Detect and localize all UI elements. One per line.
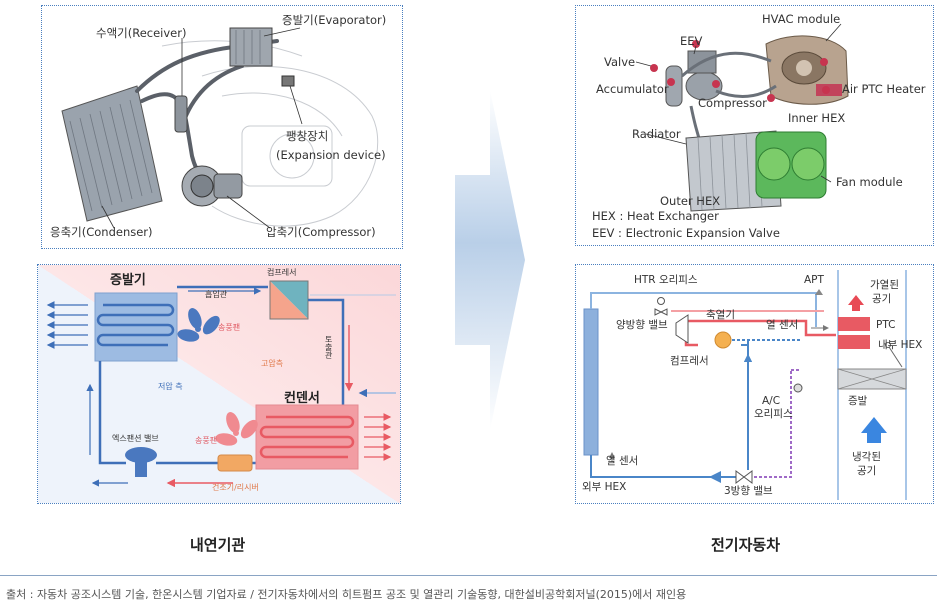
compressor-illustration bbox=[181, 165, 243, 207]
condenser-fan-label: 송풍팬 bbox=[195, 436, 218, 445]
blower-fan-label: 송풍팬 bbox=[218, 323, 241, 332]
ptc-label: PTC bbox=[876, 319, 896, 331]
condenser-title: 컨덴서 bbox=[284, 391, 320, 406]
ice-components-panel: 수액기(Receiver) 증발기(Evaporator) 팽창장치 (Expa… bbox=[41, 5, 403, 249]
discharge-pipe-label: 토출관 bbox=[324, 335, 334, 359]
receiver-illustration bbox=[174, 95, 188, 133]
compressor-symbol bbox=[675, 314, 689, 344]
blower-fan-icon bbox=[177, 308, 220, 342]
ev-caption: 전기자동차 bbox=[711, 536, 781, 554]
ptc-heater-block bbox=[838, 317, 870, 331]
ice-refrigerant-cycle bbox=[38, 265, 400, 503]
condenser-illustration bbox=[61, 85, 163, 222]
outer-hex-label-ev: 외부 HEX bbox=[582, 481, 627, 493]
cooled-air-label-1: 냉각된 bbox=[852, 451, 881, 463]
heated-air-arrow bbox=[848, 295, 864, 311]
htr-orifice-label: HTR 오리피스 bbox=[634, 274, 698, 286]
valve-label: Valve bbox=[604, 55, 636, 69]
accumulator-illustration bbox=[665, 65, 683, 107]
three-way-valve-label: 3방향 밸브 bbox=[724, 485, 773, 497]
fan-module-illustration bbox=[755, 131, 827, 199]
hex-legend: HEX : Heat Exchanger bbox=[592, 209, 719, 223]
compressor-label: 압축기(Compressor) bbox=[266, 225, 376, 239]
ac-orifice-valve-icon bbox=[793, 383, 803, 393]
eev-label: EEV bbox=[680, 34, 703, 48]
compressor-label-ev-cycle: 컴프레서 bbox=[670, 355, 709, 367]
htr-orifice-valve-icon bbox=[654, 297, 668, 316]
inner-hex-label-ev: 내부 HEX bbox=[878, 339, 923, 351]
expansion-valve-label: 엑스팬션 밸브 bbox=[112, 434, 159, 443]
high-pressure-label: 고압측 bbox=[261, 359, 284, 368]
air-ptc-heater-label: Air PTC Heater bbox=[842, 82, 926, 96]
cooled-air-arrow bbox=[861, 417, 887, 443]
hvac-module-illustration bbox=[765, 35, 849, 105]
inner-hex-block bbox=[838, 335, 870, 349]
eev-legend: EEV : Electronic Expansion Valve bbox=[592, 226, 780, 240]
evaporator-label: 증발기(Evaporator) bbox=[282, 13, 387, 27]
three-way-valve-icon bbox=[735, 470, 753, 484]
suction-pipe-label: 흡입관 bbox=[205, 290, 228, 299]
ice-engine-illustration bbox=[61, 27, 379, 229]
condenser-label: 응축기(Condenser) bbox=[50, 225, 153, 239]
accumulator-symbol bbox=[714, 331, 732, 349]
source-note: 출처 : 자동차 공조시스템 기술, 한온시스템 기업자료 / 전기자동차에서의… bbox=[6, 588, 687, 601]
evaporation-label: 증발 bbox=[848, 395, 868, 407]
receiver-label: 수액기(Receiver) bbox=[96, 26, 187, 40]
heat-sensor-label-1: 열 센서 bbox=[766, 319, 799, 331]
accumulator-label-ev: 축열기 bbox=[706, 309, 735, 321]
ev-heatpump-panel: HTR 오리피스 APT 가열된 공기 양방향 밸브 축열기 열 센서 PTC … bbox=[575, 264, 934, 504]
bidirectional-valve-label: 양방향 밸브 bbox=[616, 319, 668, 331]
ice-caption: 내연기관 bbox=[190, 536, 246, 554]
apt-label: APT bbox=[804, 274, 824, 286]
hvac-module-label: HVAC module bbox=[762, 12, 841, 26]
expansion-device-label-en: (Expansion device) bbox=[276, 148, 386, 162]
ac-orifice-label-1: A/C bbox=[762, 395, 781, 407]
dryer-block bbox=[217, 454, 253, 472]
heated-air-label-1: 가열된 bbox=[870, 279, 899, 291]
ev-components-panel: HVAC module EEV Valve Accumulator Compre… bbox=[575, 5, 934, 246]
ev-components-illustration bbox=[635, 23, 849, 212]
expansion-device-label-ko: 팽창장치 bbox=[286, 129, 329, 143]
heated-air-label-2: 공기 bbox=[872, 293, 892, 305]
inner-hex-label: Inner HEX bbox=[788, 111, 846, 125]
outer-hex-block bbox=[583, 308, 599, 456]
divider bbox=[0, 575, 937, 576]
compressor-caption: 컴프레서 bbox=[267, 268, 297, 277]
expansion-valve-icon bbox=[125, 447, 157, 477]
cooled-air-label-2: 공기 bbox=[857, 465, 877, 477]
outer-hex-label: Outer HEX bbox=[660, 194, 721, 208]
ev-heatpump-cycle bbox=[583, 270, 907, 500]
fan-module-label: Fan module bbox=[836, 175, 903, 189]
radiator-label: Radiator bbox=[632, 127, 681, 141]
ac-orifice-label-2: 오리피스 bbox=[754, 408, 793, 420]
expansion-device-illustration bbox=[281, 75, 295, 87]
compressor-label-ev: Compressor bbox=[698, 96, 767, 110]
heat-sensor-label-2: 열 센서 bbox=[606, 455, 639, 467]
apt-sensor-icon bbox=[815, 289, 823, 295]
low-pressure-label: 저압 측 bbox=[158, 382, 183, 391]
ice-cycle-panel: 증발기 컴프레서 흡입관 토출관 송풍팬 고압측 저압 측 컨덴서 엑스팬션 밸… bbox=[37, 264, 401, 504]
dryer-label: 건조기/리시버 bbox=[212, 483, 259, 492]
evaporator-block bbox=[94, 292, 178, 362]
accumulator-label: Accumulator bbox=[596, 82, 669, 96]
evaporator-title: 증발기 bbox=[110, 273, 146, 288]
condenser-fan-icon bbox=[215, 412, 258, 446]
evaporator-illustration bbox=[229, 27, 273, 67]
